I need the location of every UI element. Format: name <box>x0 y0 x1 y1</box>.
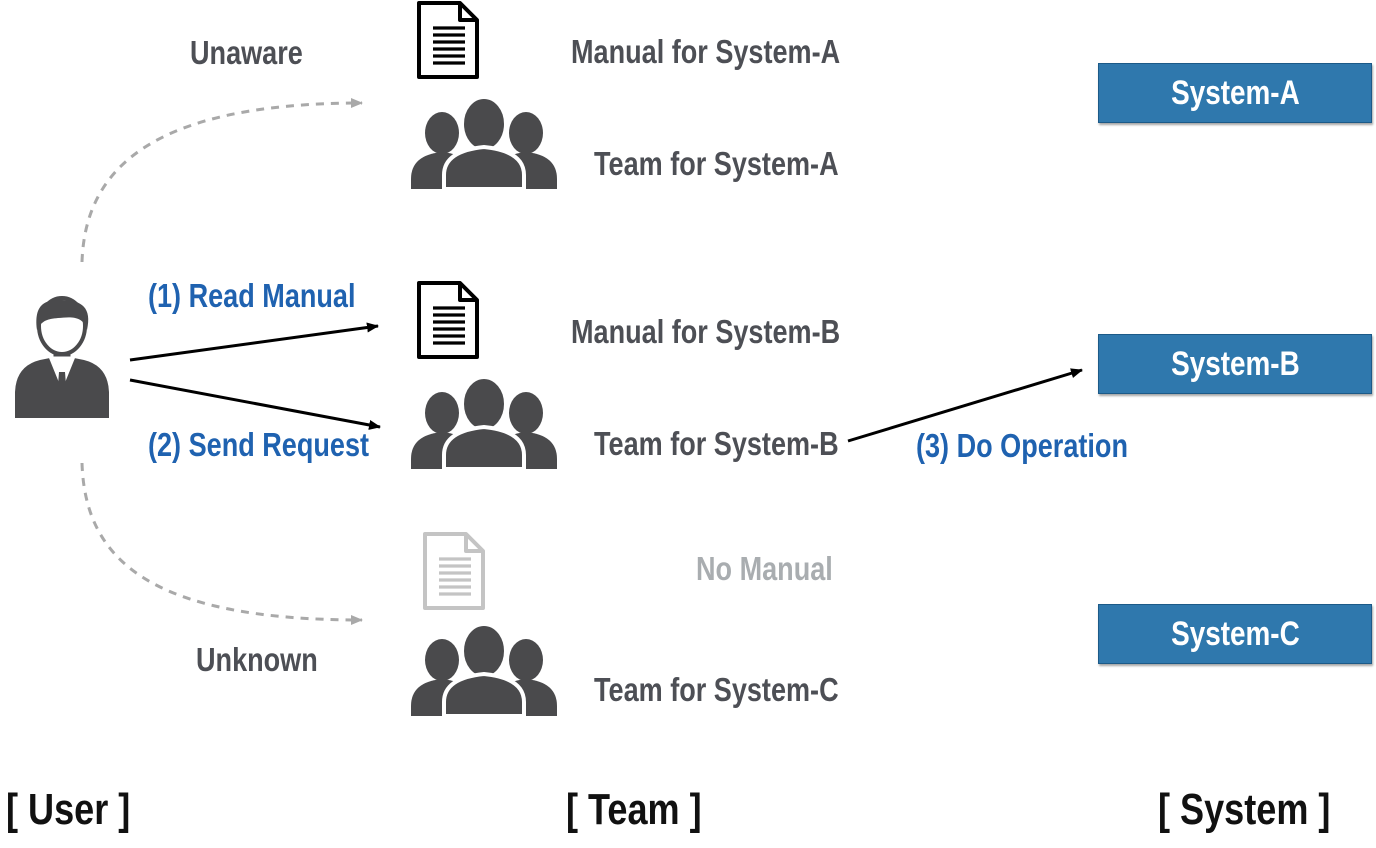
system-label-c: System-C <box>1170 614 1300 653</box>
user-icon <box>15 296 109 418</box>
system-box-c: System-C <box>1098 604 1372 664</box>
system-box-b: System-B <box>1098 334 1372 394</box>
read-manual-arrow <box>129 322 379 362</box>
no-manual-label: No Manual <box>696 550 833 587</box>
system-label-b: System-B <box>1170 344 1300 383</box>
document-icon <box>423 532 485 610</box>
team-column-header: [ Team ] <box>566 785 702 834</box>
unaware-dashed-curve <box>80 98 363 263</box>
team-icon <box>411 97 557 189</box>
read-manual-label: (1) Read Manual <box>148 277 356 314</box>
do-operation-arrow <box>847 368 1083 443</box>
unknown-dashed-curve <box>80 462 363 625</box>
system-label-a: System-A <box>1170 73 1300 112</box>
send-request-arrow <box>129 378 381 430</box>
team-label-c: Team for System-C <box>594 671 839 708</box>
system-column-header: [ System ] <box>1158 785 1331 834</box>
document-icon <box>417 281 479 359</box>
team-icon <box>411 377 557 469</box>
document-icon <box>417 1 479 79</box>
team-label-a: Team for System-A <box>594 145 839 182</box>
unknown-label: Unknown <box>196 641 318 678</box>
unaware-label: Unaware <box>190 34 303 71</box>
send-request-label: (2) Send Request <box>148 426 370 463</box>
do-operation-label: (3) Do Operation <box>916 427 1128 464</box>
user-column-header: [ User ] <box>6 785 131 834</box>
team-icon <box>411 624 557 716</box>
system-box-a: System-A <box>1098 63 1372 123</box>
manual-label-a: Manual for System-A <box>571 33 841 70</box>
team-label-b: Team for System-B <box>594 425 839 462</box>
manual-label-b: Manual for System-B <box>571 313 841 350</box>
